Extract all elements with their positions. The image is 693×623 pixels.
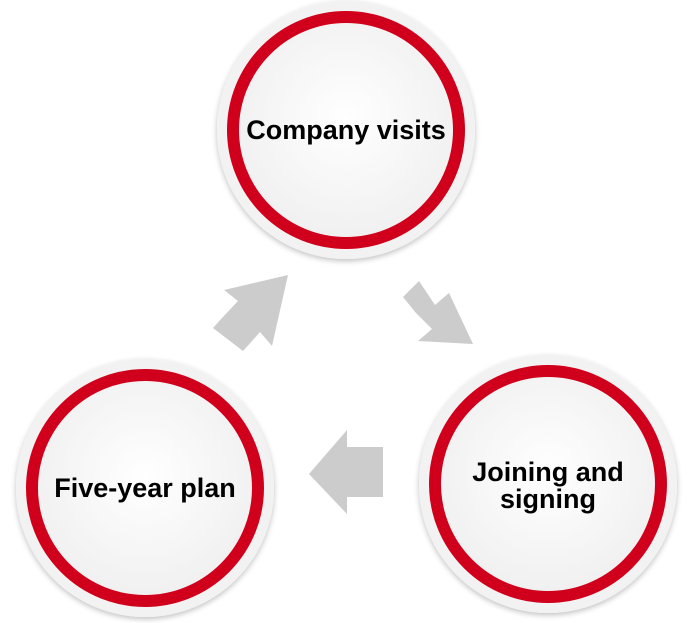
node-company-visits (217, 1, 475, 259)
label-joining-and-signing: Joining and signing (472, 457, 624, 514)
label-five-year-plan: Five-year plan (54, 472, 236, 503)
arrow-plan-to-visits (213, 275, 288, 351)
arrow-joining-to-plan (309, 430, 383, 514)
node-joining-and-signing (419, 355, 677, 613)
label-company-visits: Company visits (246, 114, 446, 145)
arrow-visits-to-joining (403, 281, 473, 344)
node-five-year-plan (16, 359, 274, 617)
